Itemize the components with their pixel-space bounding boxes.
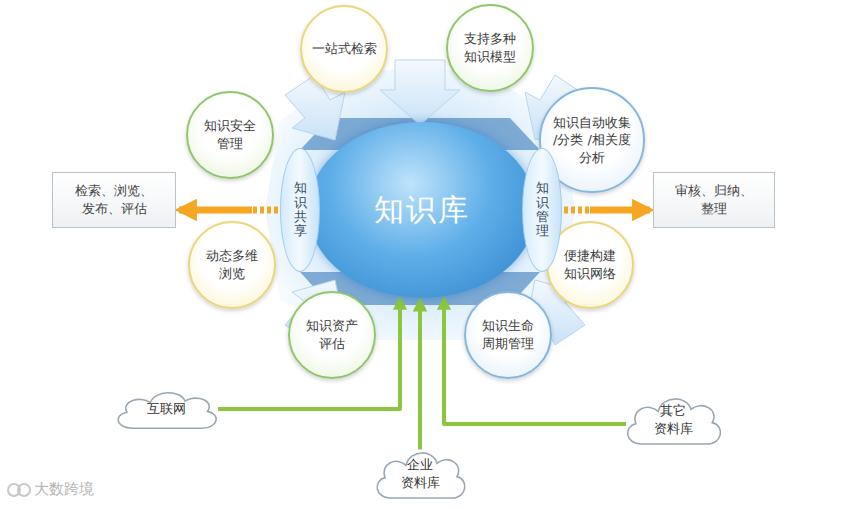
- node-text: 支持多种 知识模型: [460, 30, 520, 65]
- feature-circle: 支持多种 知识模型: [446, 4, 534, 92]
- side-ellipse: 知识管理: [522, 148, 562, 272]
- node-text: 其它 资料库: [653, 402, 693, 437]
- cloud-outline: [370, 443, 470, 504]
- arrow-dashes: [564, 207, 590, 214]
- side-ellipse: 知识共享: [280, 148, 320, 272]
- node-text: 检索、浏览、 发布、评估: [72, 182, 156, 217]
- node-text: 一站式检索: [309, 40, 379, 58]
- node-text: 知识安全 管理: [200, 117, 260, 152]
- core-ellipse: 知识库: [308, 122, 536, 298]
- node-text: 知识库: [374, 190, 470, 231]
- node-text: 互联网: [147, 400, 186, 418]
- cloud-outline: [620, 389, 726, 450]
- flow-arrow: [564, 210, 650, 211]
- watermark-logo: [8, 484, 30, 496]
- output-box: 检索、浏览、 发布、评估: [52, 172, 176, 228]
- output-box: 审核、归纳、 整理: [653, 172, 775, 228]
- source-cloud: 企业 资料库: [370, 443, 470, 504]
- feature-circle: 知识生命 周期管理: [464, 291, 552, 379]
- watermark-text: 大数跨境: [34, 480, 94, 499]
- arrow-shaft: [418, 300, 422, 449]
- feature-circle: 知识安全 管理: [186, 91, 274, 179]
- node-text: 知识生命 周期管理: [478, 317, 538, 352]
- source-cloud: 其它 资料库: [620, 389, 726, 450]
- node-text: 企业 资料库: [400, 456, 440, 491]
- arrow-shaft: [590, 207, 650, 214]
- flow-arrow: [179, 210, 278, 211]
- node-text: 审核、归纳、 整理: [672, 182, 756, 217]
- feature-circle: 一站式检索: [300, 5, 388, 93]
- flow-arrow: [420, 300, 421, 449]
- arrow-dashes: [252, 207, 278, 214]
- node-text: 知识共享: [294, 181, 307, 238]
- node-text: 知识资产 评估: [302, 317, 362, 352]
- arrow-shaft: [179, 207, 252, 214]
- node-text: 知识管理: [536, 181, 549, 238]
- feature-circle: 动态多维 浏览: [188, 221, 276, 309]
- feature-circle: 知识资产 评估: [288, 291, 376, 379]
- node-text: 便捷构建 知识网络: [560, 247, 620, 282]
- source-cloud: 互联网: [110, 385, 222, 433]
- node-text: 动态多维 浏览: [202, 247, 262, 282]
- node-text: 知识自动收集 /分类 /相关度分析: [551, 114, 633, 167]
